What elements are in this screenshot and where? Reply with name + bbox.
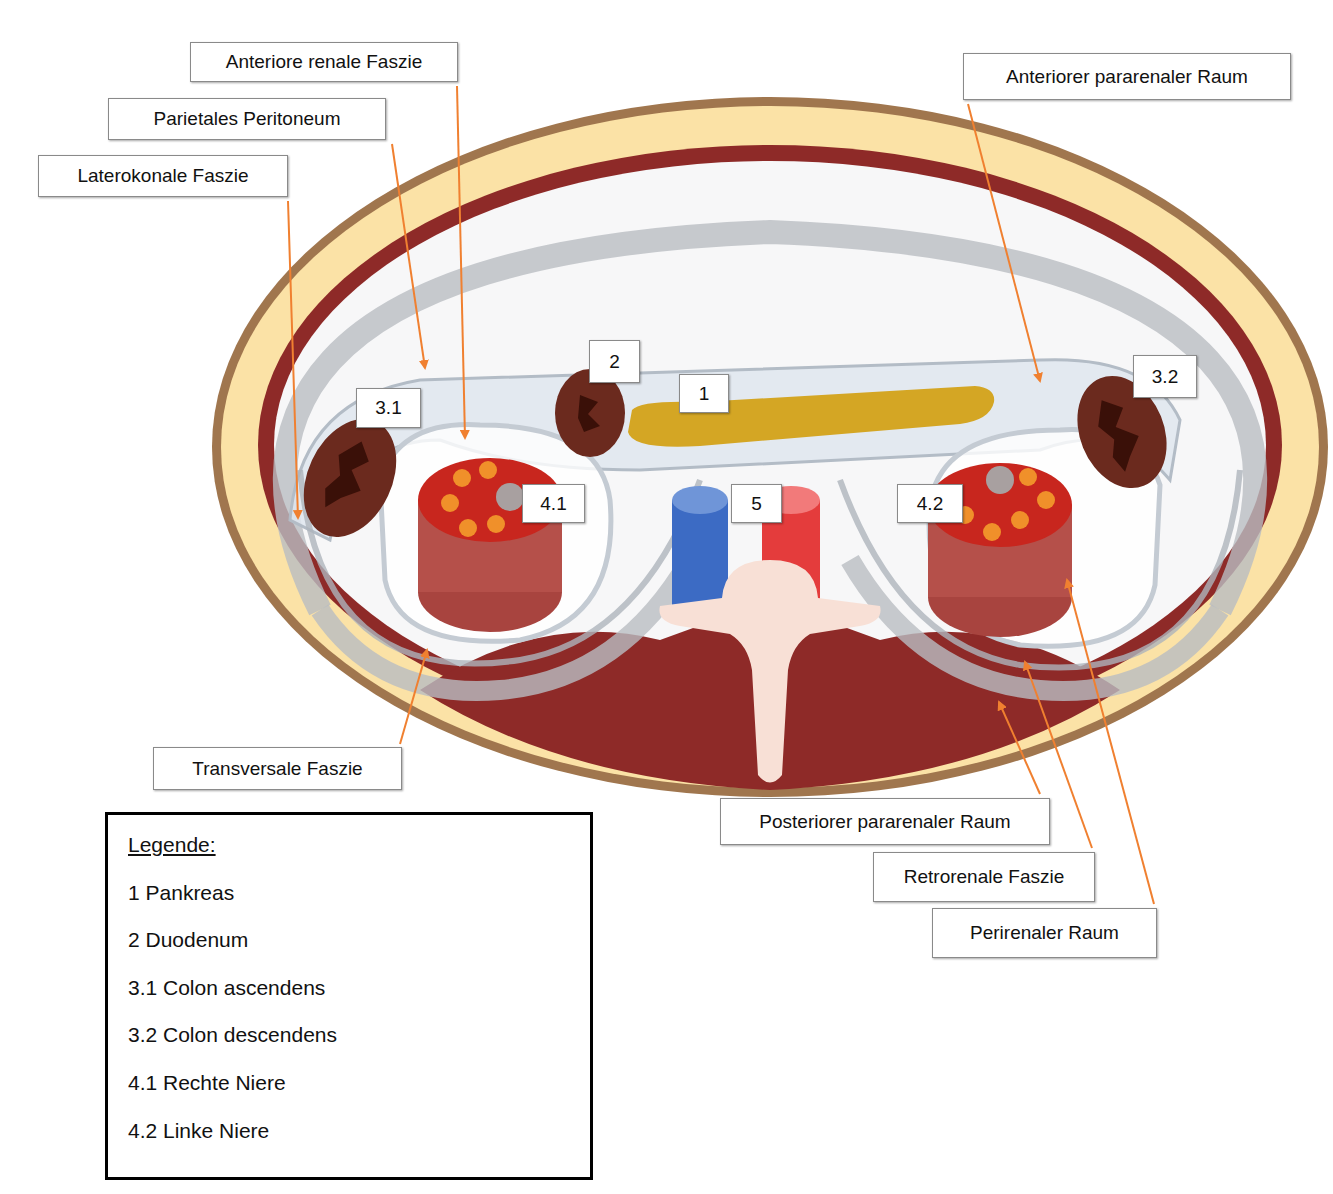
label-text: Anteriore renale Faszie xyxy=(226,51,422,73)
label-box: Parietales Peritoneum xyxy=(108,98,386,140)
callout-number: 4.1 xyxy=(522,484,585,523)
callout-number: 3.1 xyxy=(356,388,421,428)
callout-number: 4.2 xyxy=(897,484,963,523)
legend-entry: 3.1 Colon ascendens xyxy=(128,972,590,1020)
legend-entry: 2 Duodenum xyxy=(128,924,590,972)
label-box: Anteriore renale Faszie xyxy=(190,42,458,82)
legend-entry: 4.1 Rechte Niere xyxy=(128,1067,590,1115)
callout-number: 3.1 xyxy=(375,397,401,419)
leader-line xyxy=(968,104,1040,381)
label-box: Laterokonale Faszie xyxy=(38,155,288,197)
leader-line xyxy=(457,86,465,438)
callout-number: 5 xyxy=(731,484,782,523)
callout-number: 5 xyxy=(751,493,762,515)
callout-number: 4.1 xyxy=(540,493,566,515)
label-text: Perirenaler Raum xyxy=(970,922,1119,944)
label-text: Posteriorer pararenaler Raum xyxy=(759,811,1010,833)
label-text: Anteriorer pararenaler Raum xyxy=(1006,66,1248,88)
leader-line xyxy=(999,702,1040,794)
leader-line xyxy=(288,201,298,518)
callout-number: 1 xyxy=(679,374,729,413)
leader-line xyxy=(400,650,427,744)
leader-line xyxy=(392,144,425,368)
callout-number: 3.2 xyxy=(1133,355,1197,398)
label-box: Anteriorer pararenaler Raum xyxy=(963,53,1291,100)
label-text: Retrorenale Faszie xyxy=(904,866,1065,888)
legend-entry: 1 Pankreas xyxy=(128,877,590,925)
callout-number: 1 xyxy=(699,383,710,405)
callout-number: 2 xyxy=(589,340,640,383)
label-box: Perirenaler Raum xyxy=(932,908,1157,958)
callout-number: 2 xyxy=(609,351,620,373)
label-box: Retrorenale Faszie xyxy=(873,852,1095,902)
label-box: Transversale Faszie xyxy=(153,747,402,790)
callout-number: 4.2 xyxy=(917,493,943,515)
label-text: Parietales Peritoneum xyxy=(154,108,341,130)
label-text: Laterokonale Faszie xyxy=(77,165,248,187)
legend-title: Legende: xyxy=(128,829,590,877)
label-text: Transversale Faszie xyxy=(192,758,362,780)
label-box: Posteriorer pararenaler Raum xyxy=(720,798,1050,845)
legend-entry: 3.2 Colon descendens xyxy=(128,1019,590,1067)
callout-number: 3.2 xyxy=(1152,366,1178,388)
legend-entry: 4.2 Linke Niere xyxy=(128,1115,590,1163)
legend-box: Legende:1 Pankreas2 Duodenum3.1 Colon as… xyxy=(105,812,593,1180)
